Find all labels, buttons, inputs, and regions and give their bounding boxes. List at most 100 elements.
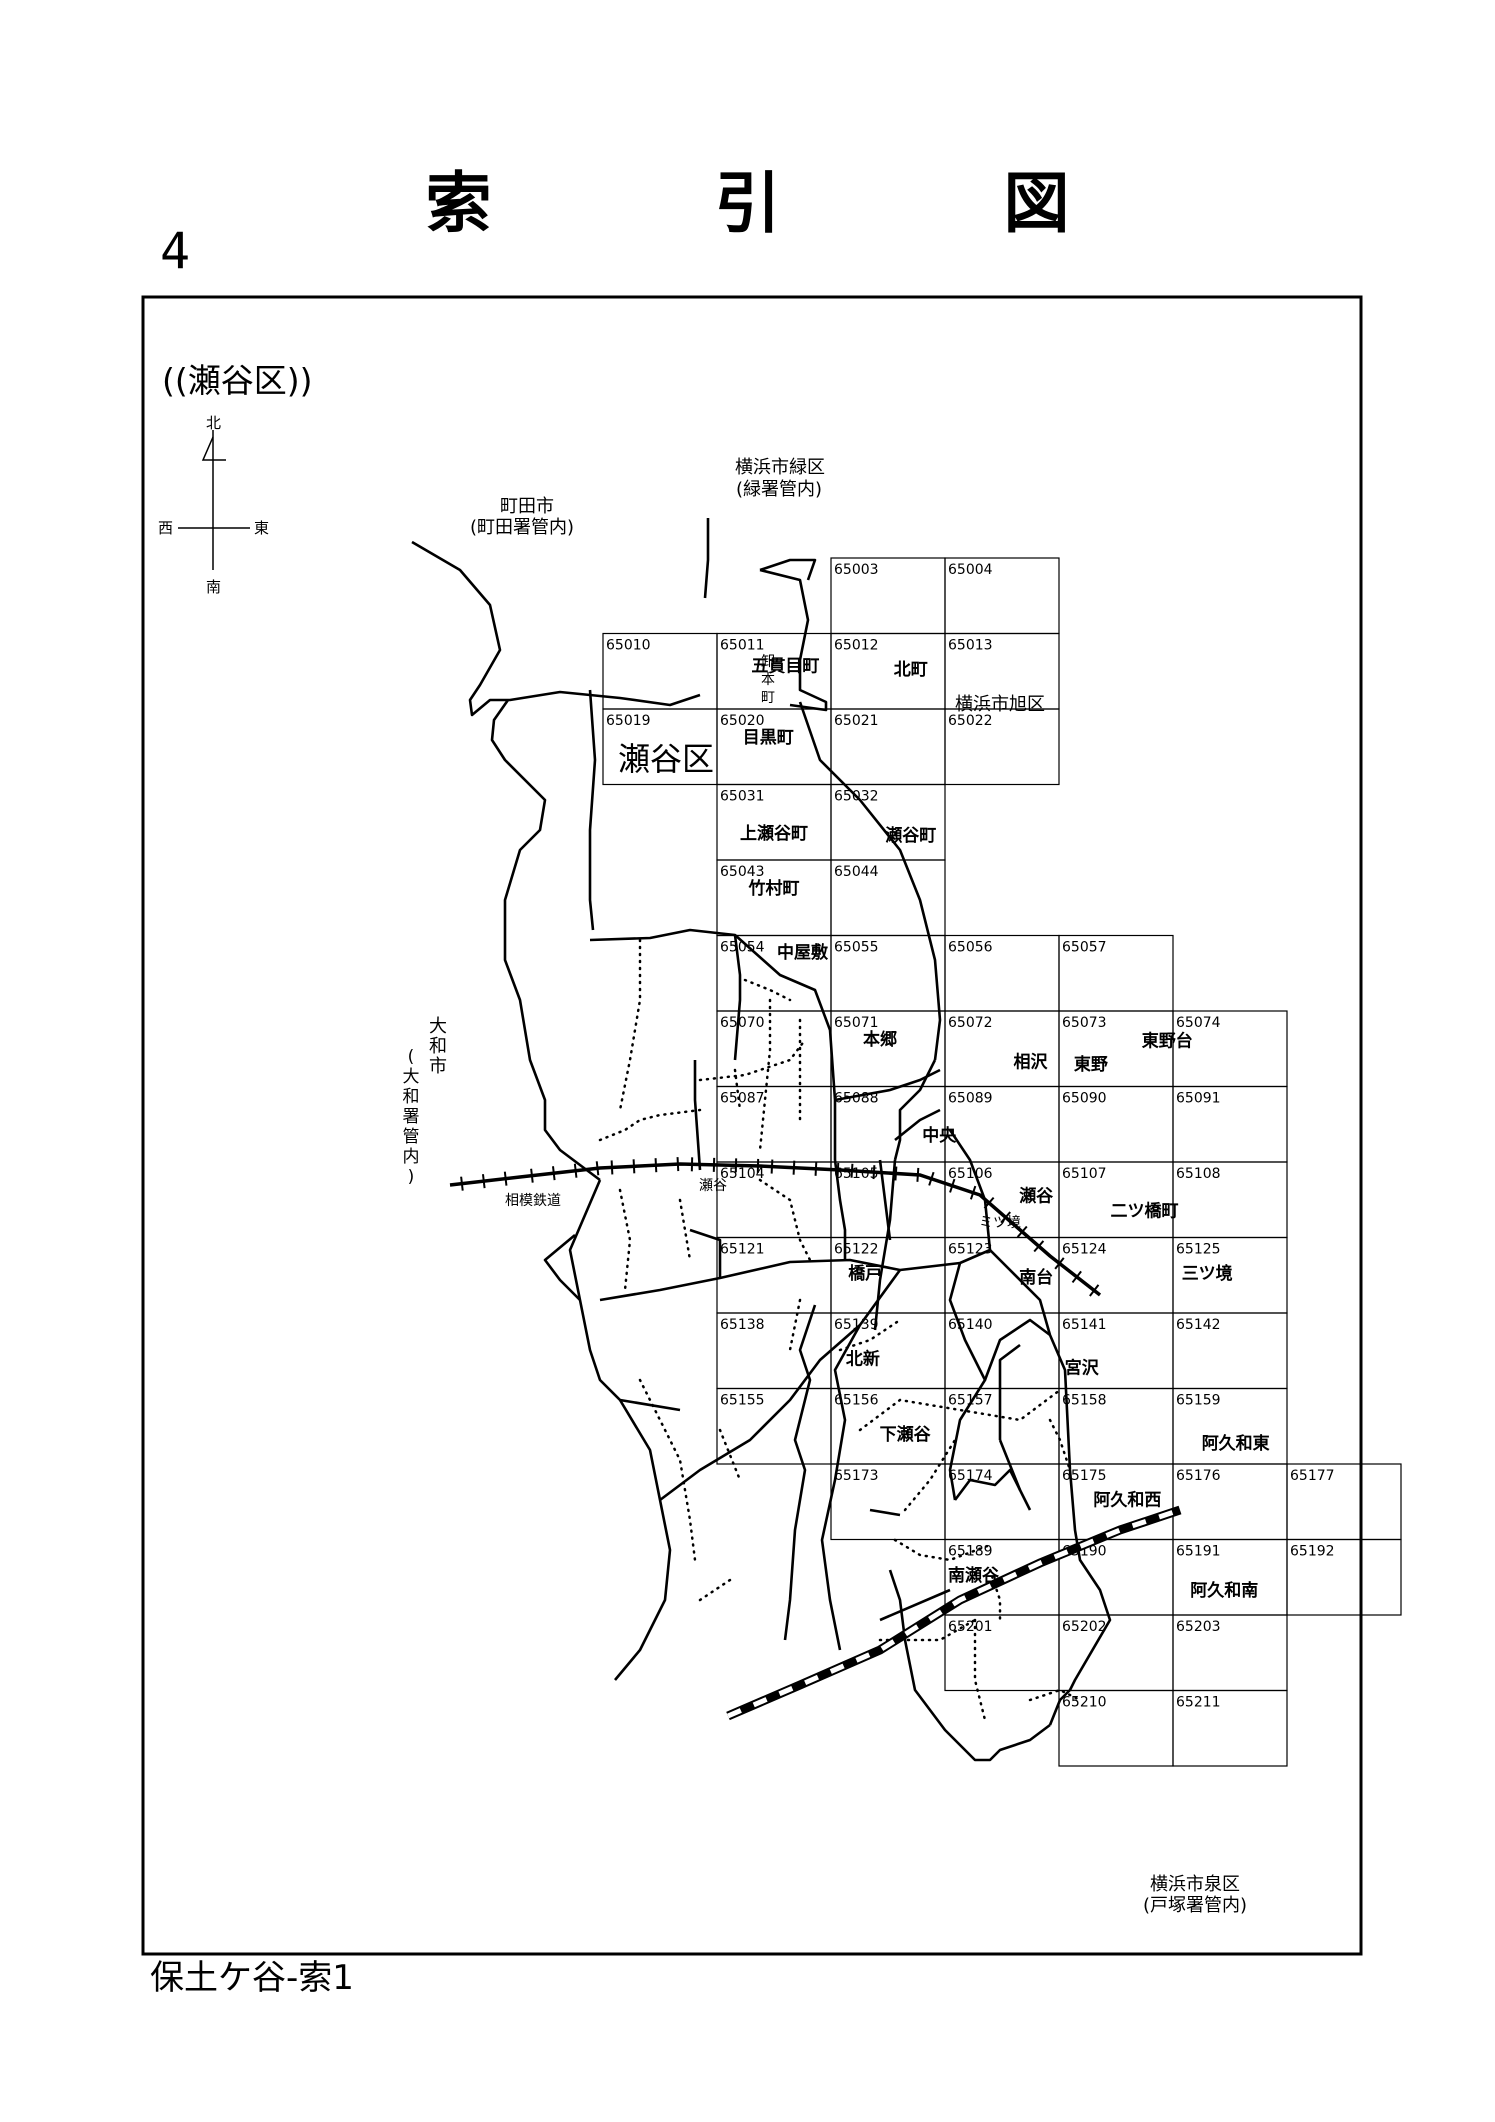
district-label: 阿久和南 xyxy=(1190,1580,1258,1601)
rail-tick xyxy=(969,1185,977,1200)
neighbor-machida: 町田市 xyxy=(500,496,554,517)
sub-boundary-dotted xyxy=(903,1438,957,1512)
jr-railway-line xyxy=(726,1505,1182,1721)
rail-tick xyxy=(654,1158,658,1173)
grid-cell-id: 65173 xyxy=(834,1468,879,1484)
boundary-line xyxy=(834,1068,941,1102)
map-frame xyxy=(141,295,1363,1956)
district-label: 宮沢 xyxy=(1065,1357,1100,1378)
grid-cell-id: 65139 xyxy=(834,1317,879,1333)
jr-railway-dash xyxy=(727,1507,1181,1719)
neighbor-yamato-char: 大 xyxy=(429,1016,447,1037)
rail-tick xyxy=(632,1159,636,1174)
grid-cell-id: 65011 xyxy=(720,638,765,654)
district-label: 二ツ橋町 xyxy=(1111,1200,1179,1221)
rail-tick xyxy=(983,1196,995,1209)
compass-west: 西 xyxy=(158,519,173,537)
grid-cell-id: 65003 xyxy=(834,562,879,578)
grid-cell-id: 65072 xyxy=(948,1015,993,1031)
boundary-line xyxy=(869,1508,901,1517)
sub-boundary-dotted xyxy=(698,1578,732,1602)
district-label: 五貫目町 xyxy=(751,656,819,676)
grid-cell-id: 65020 xyxy=(720,713,765,729)
district-label: 南瀬谷 xyxy=(948,1565,1000,1586)
district-label: 目黒町 xyxy=(743,728,794,748)
grid-cell-id: 65031 xyxy=(720,789,765,805)
sub-boundary-dotted xyxy=(718,1428,742,1482)
rail-tick xyxy=(1089,1284,1100,1297)
boundary-line xyxy=(543,1234,581,1301)
grid-cell-id: 65124 xyxy=(1062,1242,1107,1258)
boundary-line xyxy=(733,934,742,1061)
boundary-line xyxy=(948,1129,1112,1726)
grid-cell-id: 65155 xyxy=(720,1393,765,1409)
rail-tick xyxy=(1071,1270,1082,1284)
rail-tick xyxy=(894,1166,898,1181)
grid-cell-id: 65157 xyxy=(948,1393,993,1409)
grid-cell-id: 65090 xyxy=(1062,1091,1107,1107)
grid-cell-id: 65123 xyxy=(948,1242,993,1258)
district-label: 北町 xyxy=(894,660,928,680)
grid-cell-id: 65055 xyxy=(834,940,879,956)
boundary-line xyxy=(893,1059,937,1161)
neighbor-izumi: 横浜市泉区 xyxy=(1150,1874,1240,1895)
rail-layer xyxy=(449,1157,1182,1721)
grid-cell-id: 65156 xyxy=(834,1393,879,1409)
grid-cell-id: 65159 xyxy=(1176,1393,1221,1409)
district-label: 東野台 xyxy=(1142,1030,1193,1051)
grid-cell-id: 65138 xyxy=(720,1317,765,1333)
rail-tick xyxy=(503,1171,508,1186)
grid-cell-id: 65158 xyxy=(1062,1393,1107,1409)
sub-boundary-dotted xyxy=(678,1198,692,1262)
rail-tick xyxy=(1054,1257,1065,1270)
district-label: 阿久和東 xyxy=(1202,1433,1270,1454)
grid-cell-id: 65142 xyxy=(1176,1317,1221,1333)
sub-boundary-dotted xyxy=(893,1538,992,1562)
grid-cell-id: 65074 xyxy=(1176,1015,1221,1031)
boundary-line xyxy=(411,540,701,717)
district-label: 東野 xyxy=(1074,1054,1108,1075)
neighbor-yamato: 大和市 xyxy=(429,1016,447,1077)
rail-tick xyxy=(814,1161,818,1176)
sub-boundary-dotted xyxy=(618,1188,632,1292)
district-label: 南台 xyxy=(1019,1267,1053,1288)
neighbor-midori: 横浜市緑区 xyxy=(735,457,825,478)
sub-boundary-dotted xyxy=(758,1178,812,1262)
footer-page-ref: 保土ケ谷-索1 xyxy=(150,1958,354,1998)
boundary-line xyxy=(659,1269,902,1502)
sub-boundary-dotted xyxy=(1048,1418,1072,1472)
neighbor-yamato-police-char: 内 xyxy=(403,1147,420,1167)
district-label: 瀬谷 xyxy=(1019,1186,1054,1206)
neighbor-yamato-police-char: 和 xyxy=(403,1087,420,1107)
label-layer: 五貫目町北町目黒町上瀬谷町瀬谷町竹村町中屋敷本郷相沢東野東野台中央瀬谷二ツ橋町橋… xyxy=(505,654,1270,1601)
grid-cell-id: 65021 xyxy=(834,713,879,729)
grid-cell-id: 65125 xyxy=(1176,1242,1221,1258)
small-map-label: 相模鉄道 xyxy=(505,1193,561,1209)
rail-tick xyxy=(949,1178,956,1193)
grid-cell-id: 65013 xyxy=(948,638,993,654)
boundary-line xyxy=(894,1108,941,1142)
rail-tick xyxy=(872,1165,876,1180)
grid-cell xyxy=(1286,1538,1402,1616)
district-label: 中央 xyxy=(922,1125,957,1146)
dotted-layer xyxy=(598,938,1082,1722)
neighbor-machida-police: (町田署管内) xyxy=(470,517,574,538)
grid-cell-id: 65091 xyxy=(1176,1091,1221,1107)
compass: 北 南 西 東 xyxy=(158,414,269,596)
grid-cell-id: 65019 xyxy=(606,713,651,729)
district-label: 三ツ境 xyxy=(1182,1263,1233,1284)
rail-tick xyxy=(770,1159,774,1174)
rail-tick xyxy=(850,1163,854,1178)
boundary-line xyxy=(888,1569,1051,1762)
grid-cell-id: 65202 xyxy=(1062,1619,1107,1635)
sub-boundary-dotted xyxy=(698,1038,807,1082)
boundary-line xyxy=(983,1318,1051,1381)
boundary-line xyxy=(689,1228,722,1278)
boundary-line xyxy=(998,1343,1021,1440)
north-arrow-icon xyxy=(201,436,226,461)
district-label: 阿久和西 xyxy=(1093,1490,1161,1511)
grid-cell-id: 65192 xyxy=(1290,1544,1335,1560)
